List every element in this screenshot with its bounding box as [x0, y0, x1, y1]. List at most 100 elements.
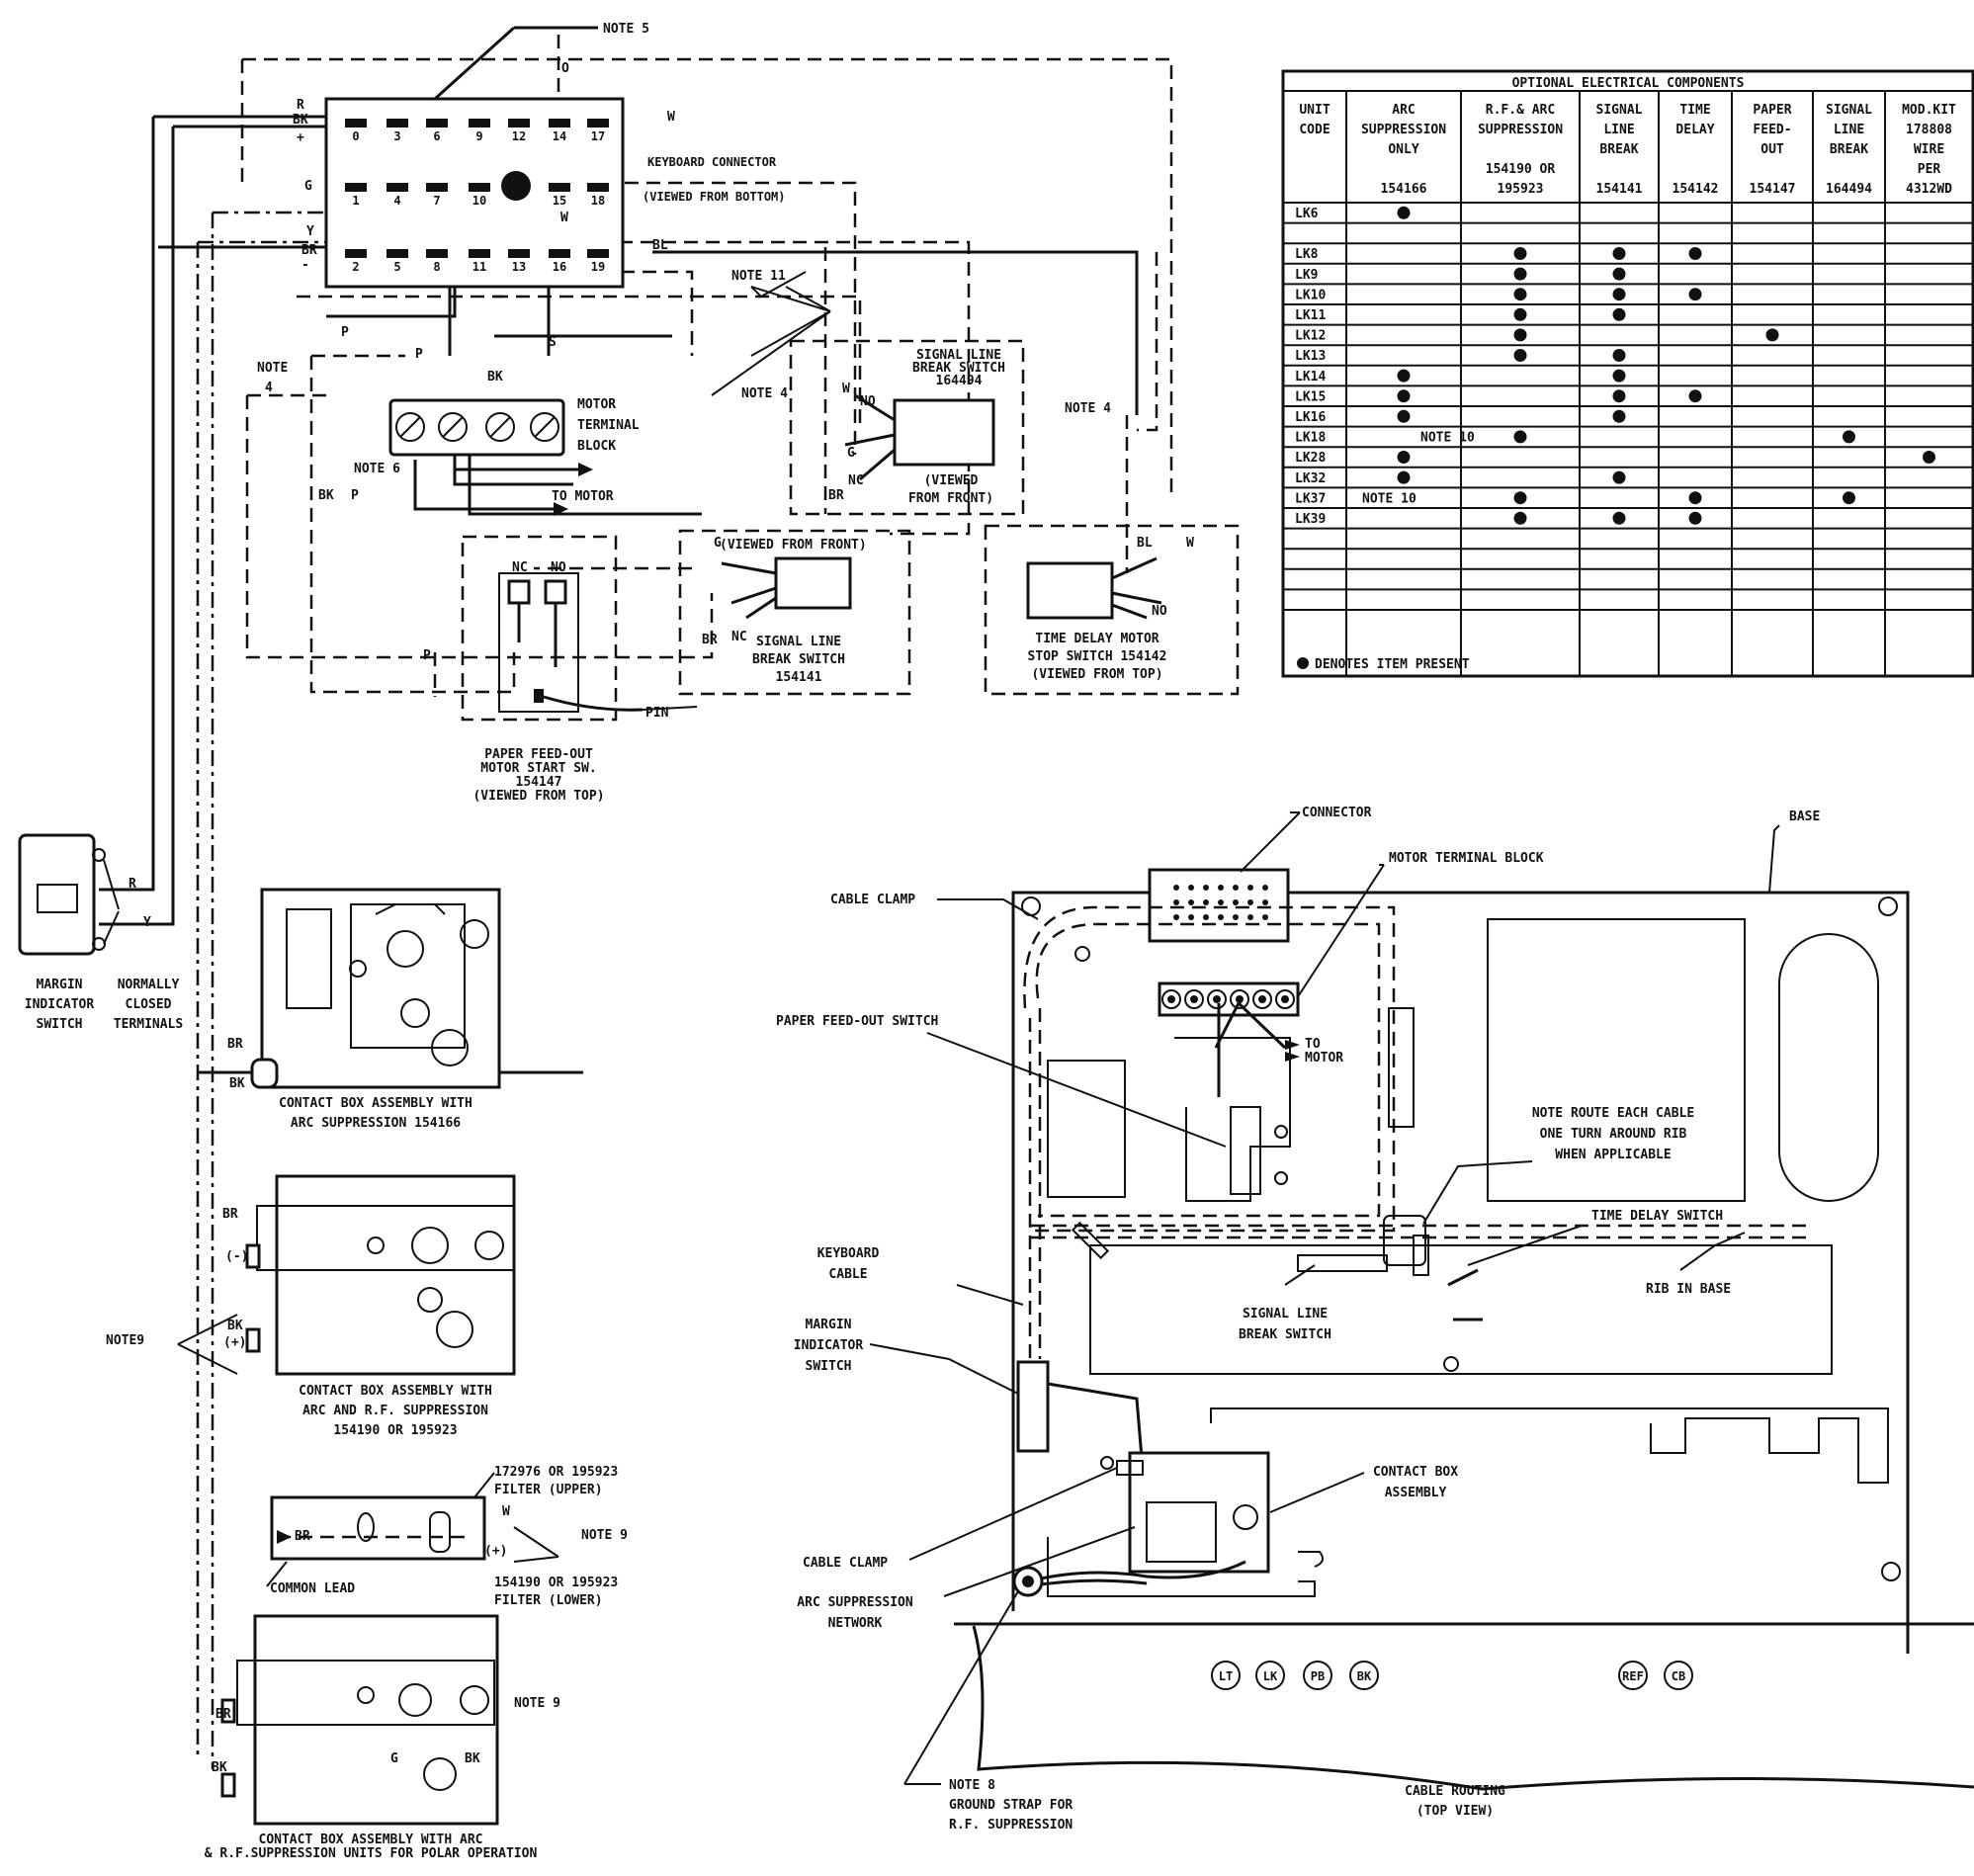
table-item-present-dot [1612, 470, 1626, 484]
table-item-present-dot [1612, 369, 1626, 383]
table-title: OPTIONAL ELECTRICAL COMPONENTS [1512, 76, 1745, 91]
table-header-cell: BREAK [1830, 142, 1868, 157]
table-header-cell: CODE [1299, 123, 1330, 137]
pin-label: PIN [645, 706, 669, 721]
terminal-screw-center [1213, 995, 1221, 1003]
wire-s-label: S [549, 335, 557, 350]
wire-g-154141: G [714, 536, 722, 551]
connector-pin-label: 6 [433, 129, 440, 143]
table-note: NOTE 10 [1420, 431, 1475, 446]
filter-assembly [270, 1495, 486, 1561]
routing-to-motor-label: MOTOR [1305, 1051, 1343, 1066]
connector-pin [386, 249, 408, 258]
connector-pin-dot [1188, 899, 1194, 905]
panel-badge-label: LT [1219, 1669, 1233, 1683]
wire-bk-cb2: BK [227, 1319, 243, 1333]
signal-line-break-164494-label: BREAK SWITCH [912, 361, 1005, 376]
connector-pin-dot [1262, 899, 1268, 905]
signal-line-break-164494 [893, 398, 995, 467]
table-item-present-dot [1612, 409, 1626, 423]
table-unit-code: LK13 [1295, 349, 1326, 364]
table-item-present-dot [1397, 206, 1411, 219]
table-item-present-dot [1612, 307, 1626, 321]
table-item-present-dot [1513, 491, 1527, 505]
connector-pin-dot [1218, 899, 1224, 905]
connector-pin-label: 11 [472, 260, 486, 274]
connector-pin-dot [1203, 914, 1209, 920]
table-unit-code: LK37 [1295, 491, 1326, 506]
terminal-screw-center [1258, 995, 1266, 1003]
table-item-present-dot [1612, 349, 1626, 362]
connector-pin-label: 2 [352, 260, 359, 274]
routing-note-8-label: R.F. SUPPRESSION [949, 1818, 1073, 1833]
routing-note-label: WHEN APPLICABLE [1555, 1148, 1671, 1162]
note-4-right-label: NOTE 4 [1065, 401, 1111, 416]
table-item-present-dot [1688, 389, 1702, 403]
routing-contact-box-label: ASSEMBLY [1385, 1486, 1447, 1500]
routing-title: (TOP VIEW) [1416, 1804, 1494, 1819]
routing-base-label: BASE [1789, 810, 1820, 824]
panel-badge [1255, 1661, 1285, 1690]
connector-pin-label: 14 [553, 129, 566, 143]
table-header-cell: PER [1918, 162, 1941, 177]
table-item-present-dot [1923, 451, 1935, 464]
time-delay-switch-box [984, 524, 1240, 696]
filter-lower-label: FILTER (LOWER) [494, 1593, 603, 1608]
wire-p-label-4: P [351, 488, 359, 503]
contact-box-3 [253, 1614, 499, 1826]
table-item-present-dot [1397, 409, 1411, 423]
connector-pin-label: 16 [553, 260, 566, 274]
viewed-front-164494-label: (VIEWED [924, 473, 979, 488]
wire-p-label-2: P [341, 325, 349, 340]
table-item-present-dot [1513, 430, 1527, 444]
table-unit-code: LK11 [1295, 308, 1326, 323]
contact-box-1-label: CONTACT BOX ASSEMBLY WITH [279, 1096, 472, 1111]
routing-note-label: ONE TURN AROUND RIB [1540, 1127, 1687, 1142]
routing-rib-label: RIB IN BASE [1646, 1282, 1731, 1297]
plus-label: + [297, 130, 304, 145]
time-delay-switch-label: (VIEWED FROM TOP) [1031, 667, 1162, 682]
routing-motor-block [1158, 981, 1300, 1017]
table-unit-code: LK28 [1295, 451, 1326, 466]
normally-closed-label: CLOSED [126, 997, 172, 1012]
connector-pin [426, 183, 448, 192]
terminal-screw-center [1190, 995, 1198, 1003]
note-9-left-label: NOTE9 [106, 1333, 144, 1348]
table-header-cell: 154147 [1750, 182, 1796, 197]
table-header-cell: ONLY [1388, 142, 1418, 157]
wire-br-cb3: BR [215, 1707, 231, 1722]
table-header-cell: MOD.KIT [1902, 103, 1956, 118]
connector-pin [587, 183, 609, 192]
connector-pin-label: 17 [591, 129, 605, 143]
contact-box-1 [260, 888, 501, 1089]
connector-pin [508, 249, 530, 258]
connector-pin [469, 183, 490, 192]
contact-box-3-label: CONTACT BOX ASSEMBLY WITH ARC [259, 1833, 483, 1847]
note-9-bottom-label: NOTE 9 [514, 1696, 560, 1711]
table-item-present-dot [1612, 511, 1626, 525]
time-delay-switch-label: TIME DELAY MOTOR [1035, 632, 1159, 646]
table-item-present-dot [1513, 267, 1527, 281]
minus-label: - [301, 258, 309, 273]
table-header-cell: 154141 [1596, 182, 1643, 197]
table-footer: DENOTES ITEM PRESENT [1315, 657, 1470, 672]
connector-pin [426, 119, 448, 128]
filter-upper-label: 172976 OR 195923 [494, 1465, 618, 1480]
wire-bk-label-2: BK [487, 370, 503, 384]
connector-pin-dot [1203, 899, 1209, 905]
routing-title: CABLE ROUTING [1405, 1784, 1505, 1799]
to-motor-label: TO MOTOR [552, 489, 614, 504]
connector-pin [386, 183, 408, 192]
connector-pin-dot [1173, 914, 1179, 920]
connector-pin [469, 119, 490, 128]
connector-pin-dot [1233, 899, 1239, 905]
table-note: NOTE 10 [1362, 491, 1416, 506]
optional-components-table: OPTIONAL ELECTRICAL COMPONENTSUNITCODEAR… [1281, 69, 1974, 678]
table-item-present-dot [1513, 307, 1527, 321]
routing-signal-line-label: SIGNAL LINE [1243, 1307, 1328, 1322]
note-4-left-label: NOTE [257, 361, 288, 376]
motor-terminal-block-label: MOTOR [577, 397, 616, 412]
table-item-present-dot [1513, 247, 1527, 260]
